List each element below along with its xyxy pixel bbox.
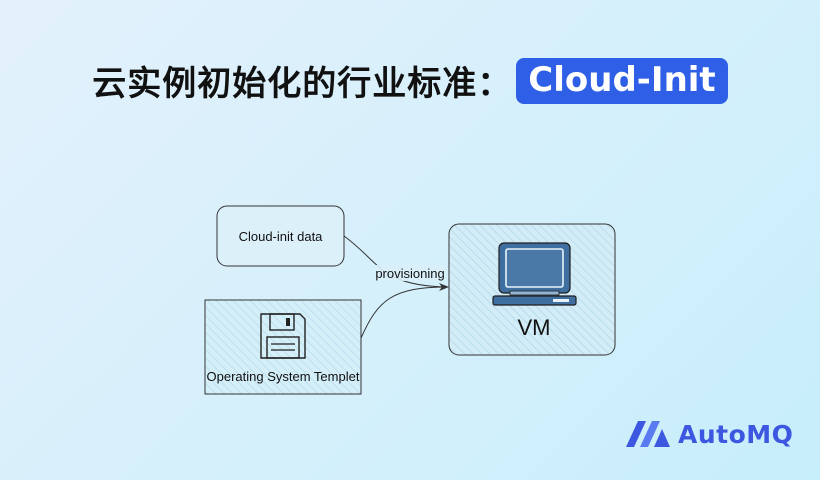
title-badge: Cloud-Init bbox=[516, 57, 728, 104]
connector-os-to-vm bbox=[360, 283, 449, 339]
automq-logo-text: AutoMQ bbox=[678, 419, 794, 449]
vm-box: VM bbox=[448, 223, 616, 356]
vm-label: VM bbox=[518, 315, 551, 340]
cloud-init-data-box: Cloud-init data bbox=[216, 205, 345, 267]
automq-logo-icon bbox=[626, 421, 670, 447]
automq-logo: AutoMQ bbox=[624, 416, 793, 452]
monitor-icon bbox=[492, 242, 577, 306]
cloud-init-data-label: Cloud-init data bbox=[239, 229, 324, 244]
os-template-box: Operating System Templet bbox=[204, 299, 362, 395]
os-template-label: Operating System Templet bbox=[207, 369, 360, 384]
page-title: 云实例初始化的行业标准：Cloud-Init bbox=[0, 56, 820, 105]
title-main-text: 云实例初始化的行业标准： bbox=[92, 64, 513, 104]
provisioning-label: provisioning bbox=[375, 266, 444, 281]
floppy-disk-icon bbox=[260, 313, 306, 359]
